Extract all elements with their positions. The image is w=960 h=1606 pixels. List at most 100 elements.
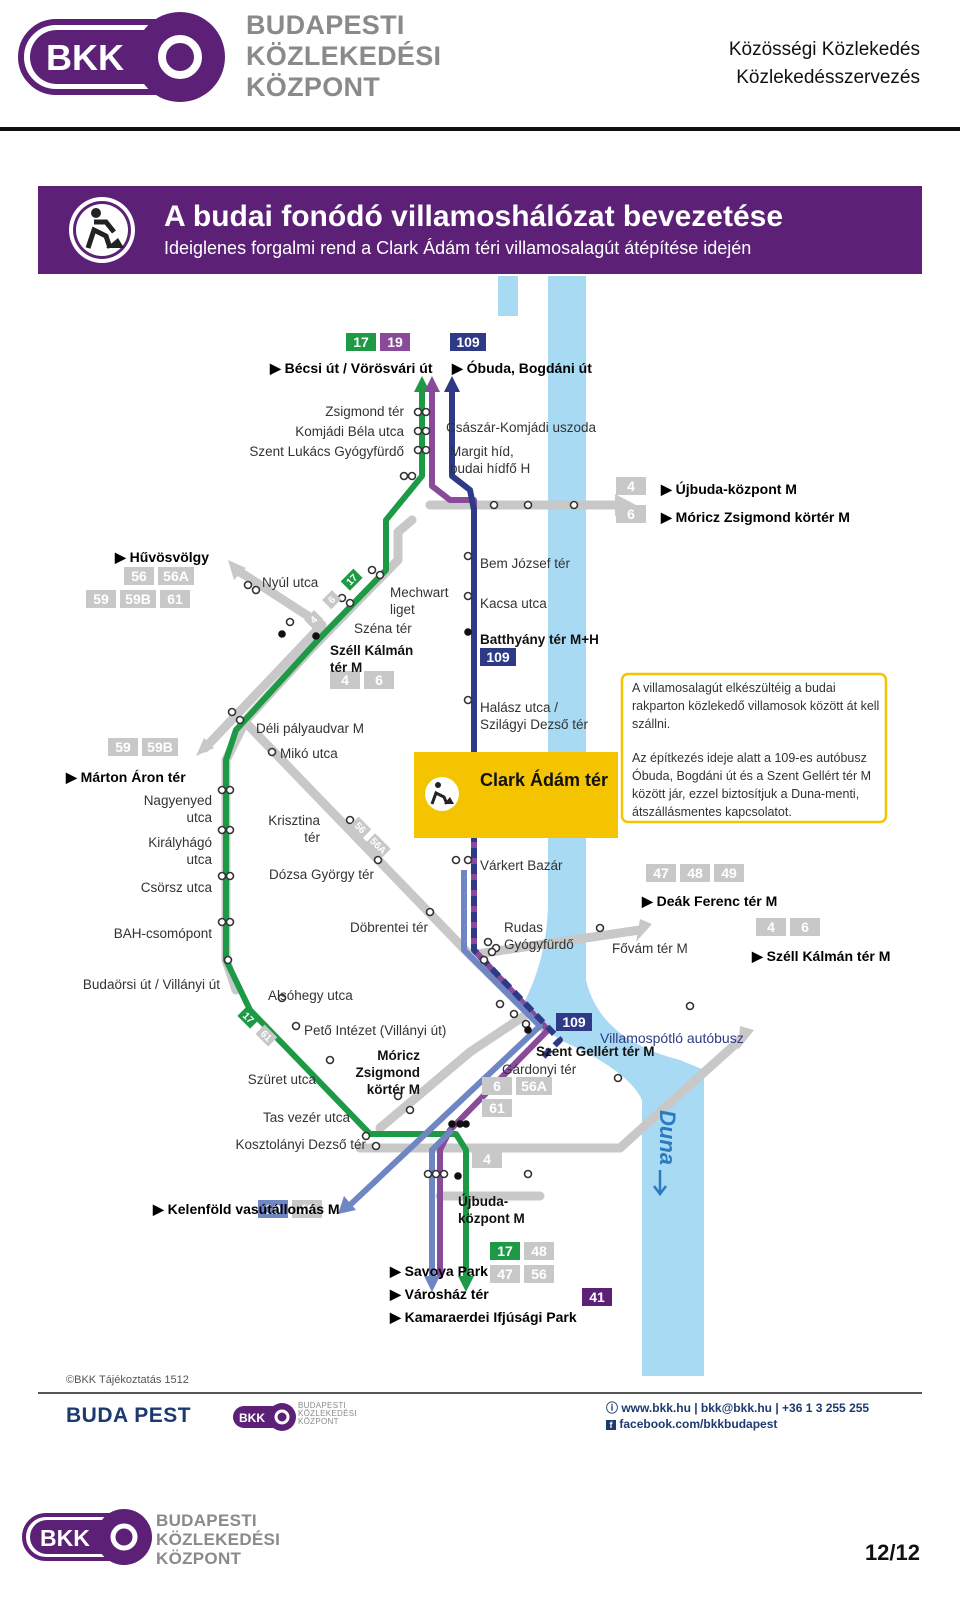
stop-label: tér M [330,660,362,675]
stop-marker [367,565,377,575]
stop-label: Szent Gellért tér M [536,1044,655,1059]
route-label-ujbuda: ▶ Újbuda-központ M [660,480,797,497]
org-line: BUDAPESTI [246,10,405,40]
stop-label: Gárdonyi tér [502,1062,577,1077]
route-number: 61 [167,591,183,607]
contact-line[interactable]: ⓘ www.bkk.hu | bkk@bkk.hu | +36 1 3 255 … [606,1401,870,1415]
stop-label: liget [390,602,415,617]
stop-marker [217,871,227,881]
stop-label: utca [186,852,212,867]
stop-label: Budaörsi út / Villányi út [83,977,220,992]
contact-info: ⓘ www.bkk.hu | bkk@bkk.hu | +36 1 3 255 … [606,1400,869,1432]
stop-label: Komjádi Béla utca [295,424,404,439]
route-label-marton-aron: ▶ Márton Áron tér [65,769,186,785]
route-badge-deak: 48 [680,864,710,882]
stop-marker [463,551,473,561]
info-line: A villamosalagút elkészültéig a budai [632,681,836,695]
line-tags: 17 6 4 56 56A 17 61 [237,568,391,1047]
line-17-arrow-down [458,1276,474,1292]
route-number: 19 [265,1201,281,1217]
logo-text: BKK [40,1525,90,1551]
org-line: KÖZLEKEDÉSI [156,1530,281,1549]
route-number: 41 [589,1289,605,1305]
route-badge-batthyany: 109 [480,648,516,666]
interchange-marker [462,1120,470,1128]
route-number: 49 [299,1201,315,1217]
stop-label: BAH-csomópont [114,926,213,941]
small-org-line: KÖZLEKEDÉSI [298,1409,357,1418]
notice-banner: A budai fonódó villamoshálózat bevezetés… [38,186,922,274]
route-badge-deak: 47 [646,864,676,882]
stop-marker [243,580,253,590]
route-badge-huvosvolgy: 59 [86,590,116,608]
stop-label: Szilágyi Dezső tér [480,717,589,732]
route-number: 109 [562,1014,586,1030]
stop-marker [451,855,461,865]
route-number: 4 [341,672,349,688]
stop-marker [523,1169,533,1179]
stop-marker [345,598,355,608]
stop-marker [495,999,505,1009]
stop-label: Széna tér [354,621,412,636]
stop-marker [425,907,435,917]
copyright: ©BKK Tájékoztatás 1512 [66,1374,189,1386]
stop-label: Szüret utca [248,1072,317,1087]
small-org-line: BUDAPESTI [298,1401,347,1410]
route-number: 59B [125,591,151,607]
stop-label: Mikó utca [280,746,338,761]
stop-marker [463,695,473,705]
info-icon: ⓘ [606,1401,622,1415]
route-number: 59B [147,739,173,755]
route-number: 4 [767,919,775,935]
org-name: BUDAPESTI KÖZLEKEDÉSI KÖZPONT [246,12,441,101]
info-line: között jár, ezzel biztosítjuk a Duna-men… [632,787,859,801]
line-109-path [449,388,477,760]
bkk-logo-bottom: BKK [22,1509,152,1565]
stop-marker [217,825,227,835]
danube-river [498,276,704,1376]
route-number: 4 [483,1151,491,1167]
interchange-marker [464,628,472,636]
stop-label: Gyógyfürdő [504,937,574,952]
route-badge-szell-m: 6 [790,918,820,936]
stop-marker [487,947,497,957]
route-number: 61 [489,1100,505,1116]
stop-marker [483,937,493,947]
interchange-marker [278,630,286,638]
stop-label: Batthyány tér M+H [480,632,599,647]
org-line: BUDAPESTI [156,1511,257,1530]
stop-label: Nagyenyed [144,793,212,808]
stop-marker [421,407,431,417]
stop-label: Döbrentei tér [350,920,429,935]
route-badge-6: 6 [616,505,646,523]
route-label-szell-m: ▶ Széll Kálmán tér M [751,948,890,964]
route-number: 17 [497,1243,513,1259]
stop-marker [251,585,261,595]
stop-marker [225,917,235,927]
facebook-link[interactable]: f facebook.com/bkkbudapest [606,1416,869,1432]
route-number: 59 [115,739,131,755]
interchange-marker [524,1026,532,1034]
facebook-icon: f [606,1420,616,1430]
stop-marker [325,1055,335,1065]
stop-marker [685,1001,695,1011]
route-badge-kelenfold: 49 [292,1200,322,1218]
page-number: 12/12 [864,1540,920,1565]
budapest-logo: BUDA PEST [66,1404,192,1427]
stop-label: utca [186,810,212,825]
route-number: 109 [486,649,510,665]
stop-marker [489,500,499,510]
department-line: Közlekedésszervezés [736,67,920,88]
org-line: KÖZLEKEDÉSI [246,41,442,71]
stop-label: Újbuda- [458,1194,508,1209]
stop-marker [413,426,423,436]
stop-marker [291,1021,301,1031]
stop-marker [431,1169,441,1179]
stop-label: körtér M [367,1082,420,1097]
stop-marker [375,570,385,580]
stop-label: tér [304,830,320,845]
stop-marker [405,1105,415,1115]
route-badge-huvosvolgy: 56A [158,567,194,585]
stop-label: Margit híd, [450,444,514,459]
